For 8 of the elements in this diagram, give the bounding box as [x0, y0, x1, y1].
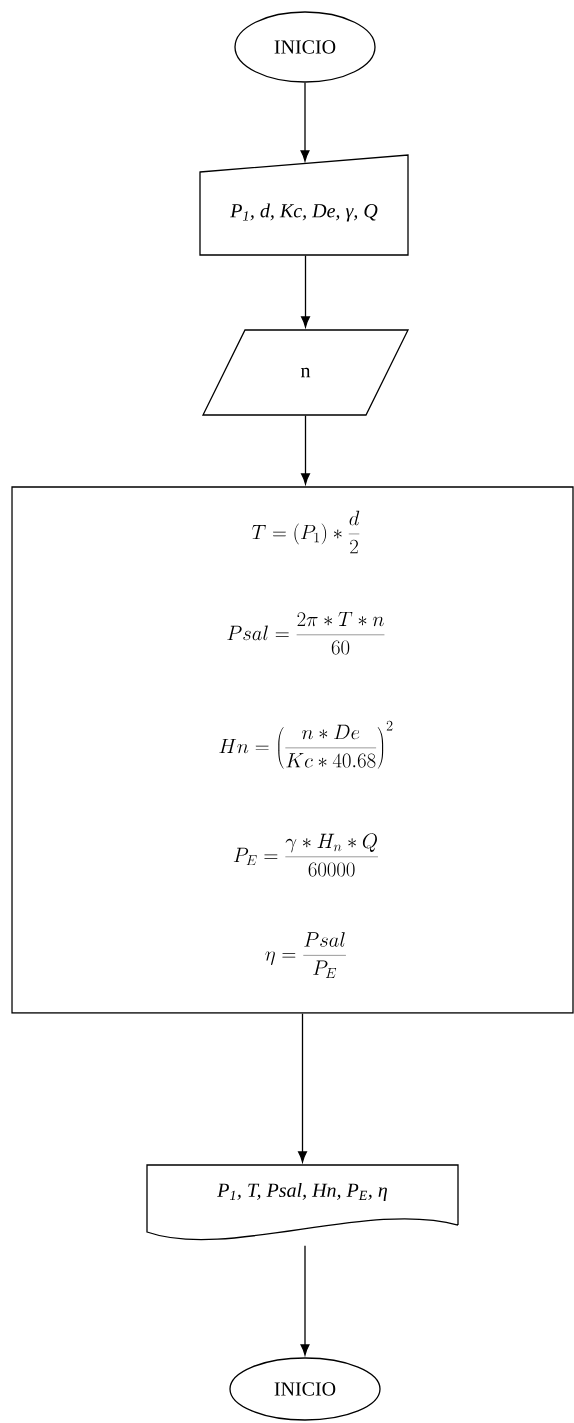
arrow — [300, 1245, 310, 1356]
document-shape: P$_{1}$, T, Psal, Hn, P$_{E}$, η — [146, 1164, 459, 1241]
arrow — [301, 415, 310, 485]
arrow — [300, 82, 310, 162]
arrow — [301, 255, 310, 328]
process-box: $T = (P_1) * \frac{d}{2}$ $Psal = \frac{2\pi * T * n}{60}$ $Hn = \left(\frac{n * De}{Kc * 40.68}\right)^2$ $P_E = \frac{\gamma * H_n * Q}{60000}$ $\eta = \frac{Psal}{P_E}$ — [11, 486, 574, 1014]
arrow — [298, 1013, 307, 1163]
manual-input-box: P$_{1}$, d, Kc, De, γ, Q — [199, 154, 409, 256]
